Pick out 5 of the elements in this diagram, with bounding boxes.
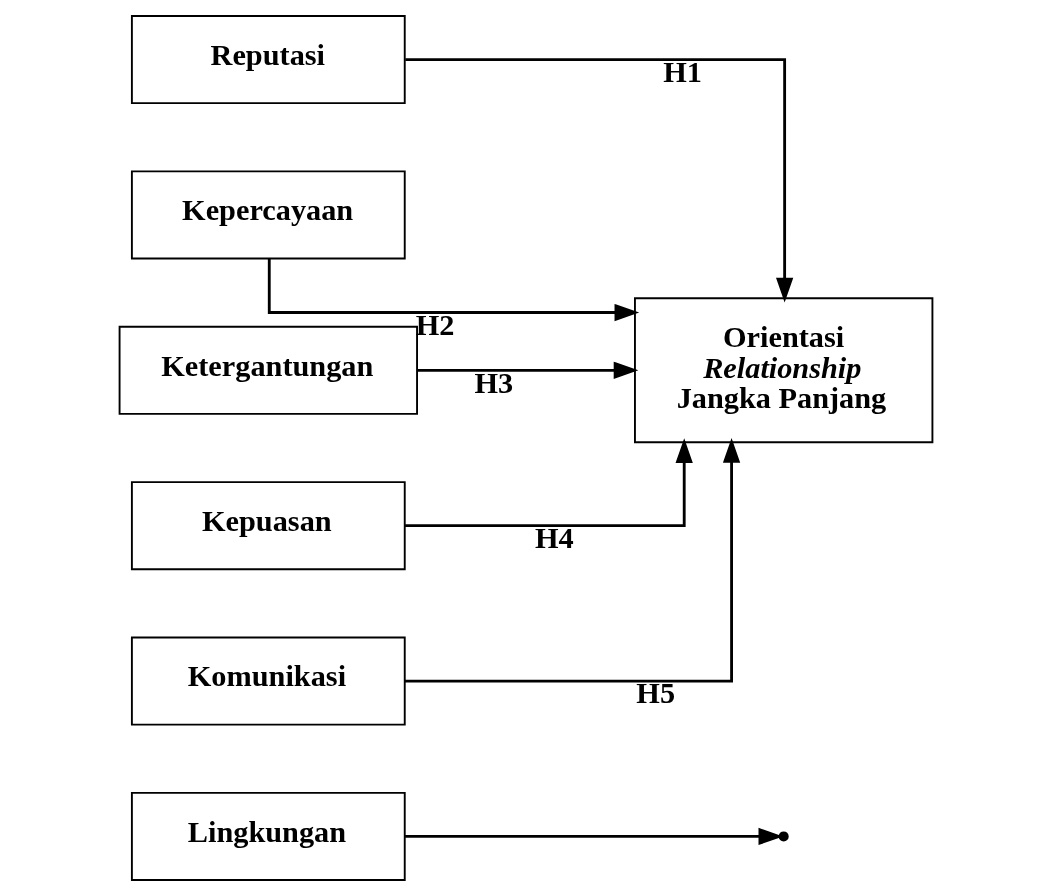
edge-label: H1 <box>663 54 702 89</box>
edge-label: H2 <box>415 307 455 342</box>
edge-label: H5 <box>636 676 676 711</box>
edge-label: H3 <box>474 365 514 400</box>
edge-label: H4 <box>535 521 574 556</box>
